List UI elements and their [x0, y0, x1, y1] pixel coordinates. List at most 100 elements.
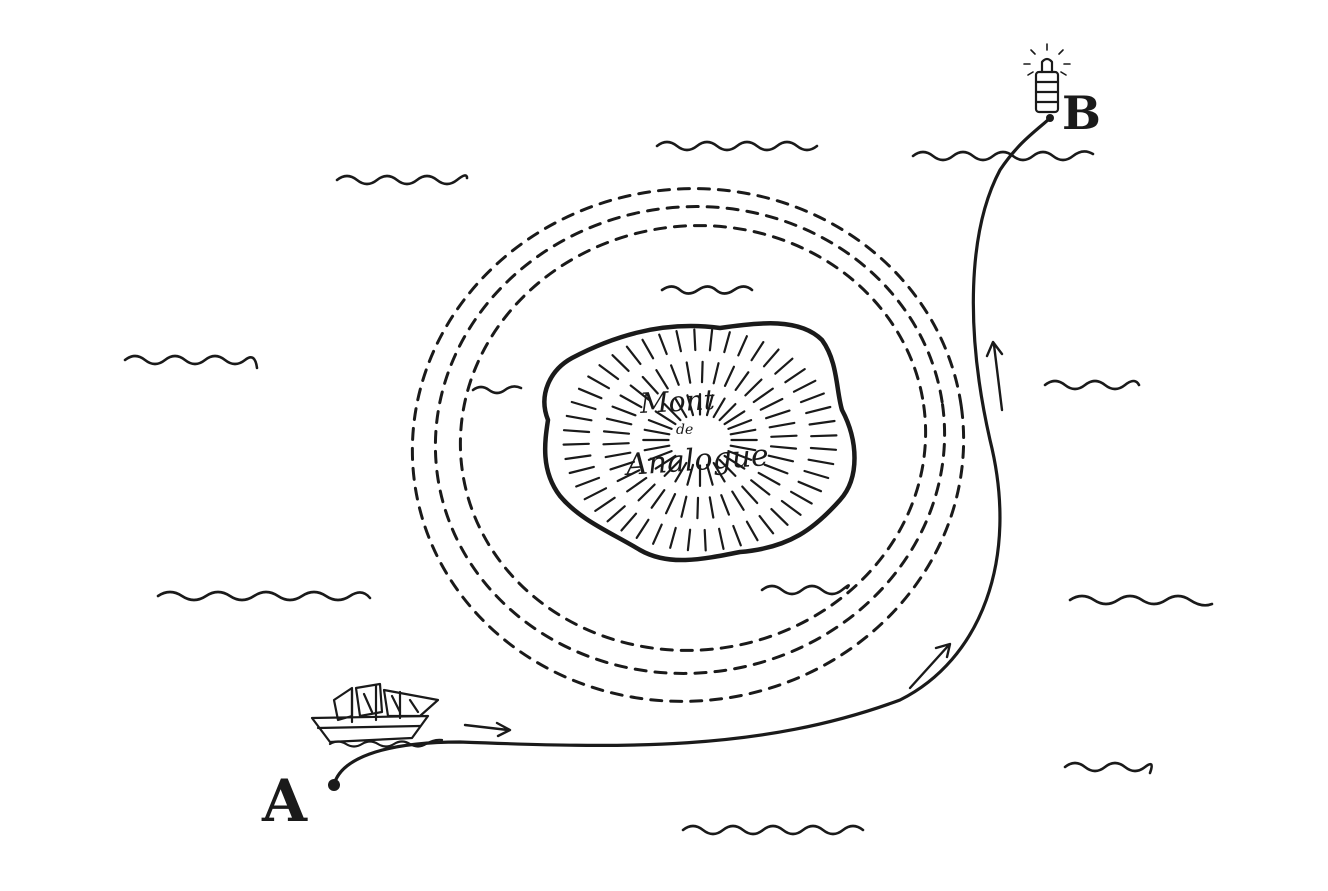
hachure-stroke: [675, 330, 683, 353]
hachure-stroke: [744, 378, 763, 397]
hachure-stroke: [696, 496, 700, 520]
hachure-stroke: [583, 487, 608, 501]
hachure-stroke: [741, 485, 759, 505]
direction-arrow: [985, 340, 1004, 412]
middle-dashed-ring: [433, 205, 947, 675]
ship-sail: [382, 688, 440, 718]
hachure-stroke: [718, 403, 737, 422]
wave: [911, 150, 1095, 162]
hachure-stroke: [758, 514, 775, 535]
hachure-stroke: [651, 523, 663, 545]
hachure-stroke: [718, 458, 737, 477]
hachure-stroke: [562, 442, 590, 446]
hachure-stroke: [611, 354, 630, 372]
hachure-stroke: [674, 397, 688, 419]
wave: [335, 174, 469, 186]
hachure-stroke: [720, 494, 731, 516]
wave: [1043, 379, 1141, 391]
hachure-stroke: [805, 405, 832, 415]
hachure-stroke: [594, 496, 616, 512]
hachure-stroke: [606, 505, 626, 523]
ship-sail: [332, 686, 354, 722]
hachure-stroke: [663, 458, 682, 477]
wave: [681, 824, 865, 836]
hachure-stroke: [717, 527, 725, 551]
hachure-stroke: [602, 430, 631, 435]
hachure-stroke: [703, 528, 707, 552]
mountain-hachures: [562, 328, 838, 552]
hachure-stroke: [570, 400, 597, 411]
hachure-stroke: [635, 518, 650, 540]
hachure-stroke: [685, 361, 692, 384]
hachure-stroke: [609, 460, 636, 471]
hachure-stroke: [729, 428, 757, 436]
hachure-stroke: [604, 451, 632, 459]
hachure-stroke: [797, 480, 823, 493]
route: [328, 114, 1054, 791]
hachure-stroke: [752, 387, 774, 404]
hachure-stroke: [727, 450, 753, 461]
hachure-stroke: [763, 463, 789, 475]
hachure-stroke: [723, 331, 731, 354]
start-point-dot: [328, 779, 340, 791]
hachure-stroke: [705, 394, 714, 417]
hachure-stroke: [764, 409, 791, 420]
hachure-stroke: [611, 405, 637, 417]
direction-arrow: [463, 721, 512, 738]
hachure-stroke: [774, 357, 794, 375]
sea-waves: [123, 140, 1214, 836]
hachure-stroke: [723, 365, 736, 387]
hachure-stroke: [625, 345, 642, 365]
hachure-stroke: [708, 328, 714, 352]
hachure-stroke: [641, 338, 655, 360]
hachure-stroke: [674, 461, 688, 483]
hachure-stroke: [780, 499, 802, 516]
sailing-ship-icon: [310, 682, 444, 748]
hachure-stroke: [577, 387, 603, 400]
hachure-stroke: [712, 461, 726, 483]
hachure-stroke: [587, 375, 611, 390]
hachure-stroke: [770, 508, 789, 526]
hachure-stroke: [792, 379, 817, 393]
hachure-stroke: [654, 410, 677, 426]
hachure-stroke: [616, 469, 641, 483]
hachure-stroke: [641, 375, 659, 395]
hachure-stroke: [619, 394, 643, 409]
hachure-stroke: [650, 489, 666, 509]
hachure-stroke: [732, 524, 742, 547]
hachure-stroke: [620, 512, 638, 532]
hachure-stroke: [643, 428, 671, 436]
hachure-stroke: [654, 454, 677, 470]
hachure-stroke: [750, 341, 765, 362]
island-outline: [542, 321, 857, 563]
start-label: A: [262, 767, 308, 835]
hachure-stroke: [575, 476, 601, 488]
route-line: [332, 116, 1052, 787]
hachure-stroke: [605, 417, 633, 426]
hachure-stroke: [568, 465, 595, 475]
wave: [760, 584, 850, 596]
hachure-stroke: [727, 419, 753, 430]
hachure-stroke: [626, 476, 648, 493]
hachure-stroke: [767, 454, 795, 463]
hachure-stroke: [768, 421, 796, 429]
hachure-stroke: [712, 362, 720, 385]
hachure-stroke: [723, 454, 746, 470]
ship-sail: [354, 682, 384, 718]
hachure-stroke: [663, 403, 682, 422]
hachure-stroke: [734, 371, 750, 391]
hachure-stroke: [784, 368, 806, 384]
hachure-stroke: [647, 450, 673, 461]
hachure-stroke: [810, 434, 838, 438]
hachure-stroke: [705, 463, 714, 486]
hachure-stroke: [737, 335, 749, 357]
wave: [655, 140, 819, 152]
hachure-stroke: [680, 495, 688, 518]
hachure-stroke: [565, 414, 593, 422]
lighthouse-icon: [1023, 43, 1071, 114]
hachure-stroke: [598, 364, 620, 381]
wave: [660, 285, 754, 295]
hachure-stroke: [757, 471, 781, 486]
hachure-stroke: [693, 328, 697, 352]
hachure-stroke: [655, 369, 669, 390]
